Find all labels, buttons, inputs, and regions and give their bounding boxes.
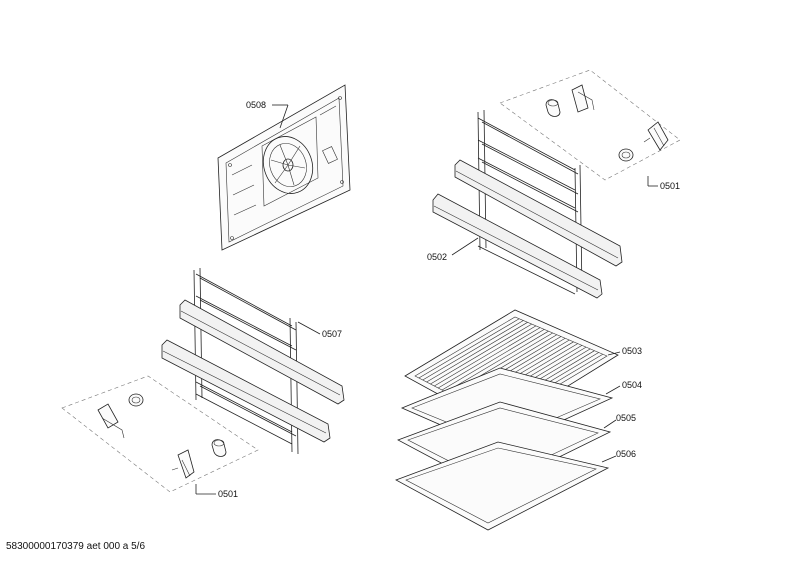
deep-pan [395, 441, 610, 531]
label-0504: 0504 [622, 380, 642, 390]
label-0501-bottom: 0501 [218, 489, 238, 499]
label-0502: 0502 [427, 252, 447, 262]
shelf-wire [434, 325, 537, 387]
shelf-wire [441, 329, 545, 391]
shelf-wire [445, 330, 549, 393]
label-0507: 0507 [322, 329, 342, 339]
hardware-group-bottom [61, 375, 259, 493]
footer-document-id: 58300000170379 aet 000 a 5/6 [6, 541, 146, 552]
rear-fan-panel [217, 84, 351, 251]
left-side-rack [161, 267, 345, 455]
shelf-wire [422, 320, 524, 381]
shelf-wire [426, 322, 528, 383]
label-0505: 0505 [616, 413, 636, 423]
shelf-wire [430, 323, 532, 385]
label-0503: 0503 [622, 346, 642, 356]
label-0501-top: 0501 [660, 181, 680, 191]
label-0506: 0506 [616, 449, 636, 459]
shelf-wire [438, 327, 541, 389]
label-0508: 0508 [246, 100, 266, 110]
shelf-wire [418, 318, 520, 379]
right-side-rack [432, 109, 623, 299]
hardware-group-top [499, 69, 681, 181]
